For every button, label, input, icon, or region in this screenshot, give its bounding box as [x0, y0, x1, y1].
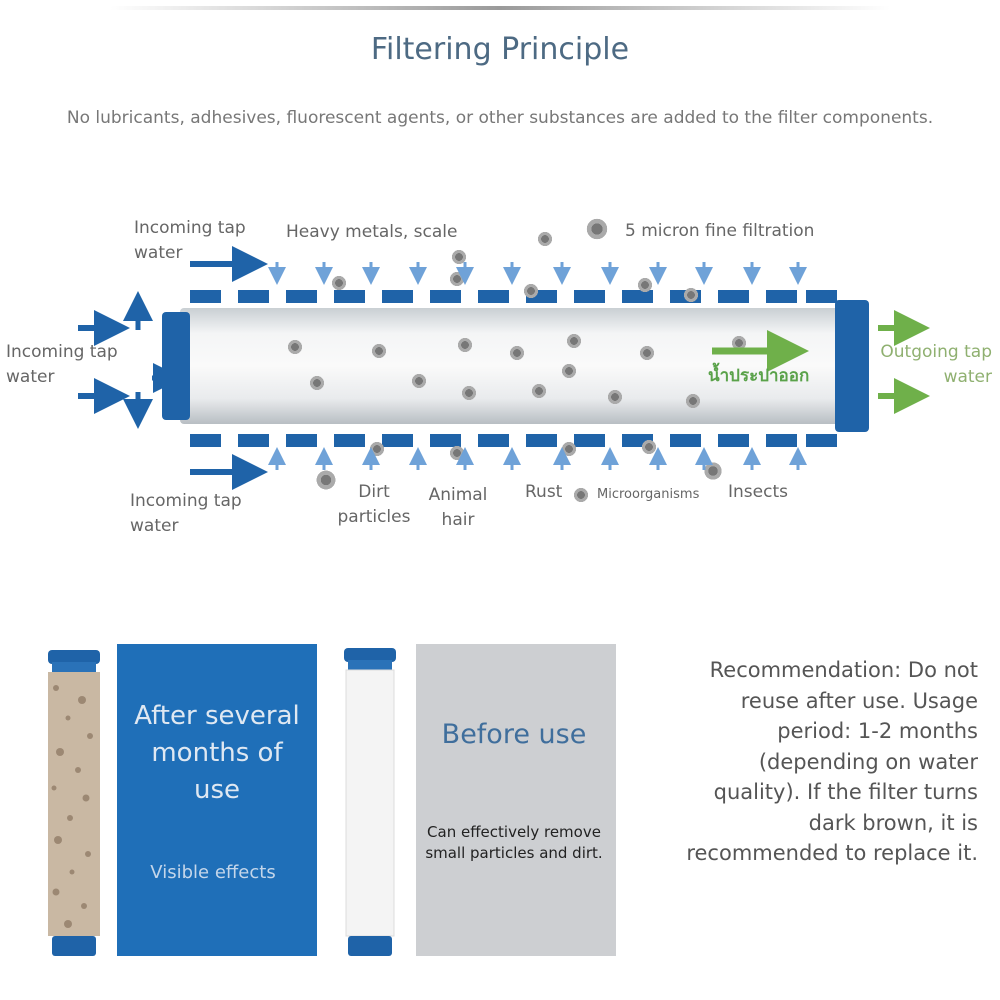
recommendation-line: recommended to replace it. — [686, 841, 978, 865]
recommendation-line: period: 1-2 months — [777, 719, 978, 743]
mesh-dash — [238, 434, 269, 447]
rust-particle-icon — [572, 486, 590, 504]
recommendation-line: quality). If the filter turns — [713, 780, 978, 804]
label-line: Animal — [428, 485, 488, 505]
mesh-dash — [766, 434, 797, 447]
page-subtitle: No lubricants, adhesives, fluorescent ag… — [66, 108, 934, 128]
contaminant-particle-icon — [530, 382, 548, 400]
mesh-dash — [382, 434, 413, 447]
label-dirt: Dirt particles — [336, 480, 412, 530]
contaminant-particle-icon — [308, 374, 326, 392]
mesh-dash — [334, 434, 365, 447]
mesh-dash — [334, 290, 365, 303]
contaminant-particle-icon — [330, 274, 348, 292]
mesh-dash — [286, 290, 317, 303]
mesh-dash — [478, 434, 509, 447]
contaminant-particle-icon — [456, 336, 474, 354]
mesh-dash — [574, 434, 605, 447]
recommendation-line: dark brown, it is — [808, 810, 978, 835]
label-line: water — [134, 243, 183, 263]
before-use-caption: Can effectively remove small particles a… — [408, 822, 620, 864]
label-micron: 5 micron fine filtration — [625, 221, 815, 241]
contaminant-particle-icon — [682, 286, 700, 304]
before-use-panel — [416, 644, 616, 956]
used-filter-image — [48, 650, 100, 956]
contaminant-particle-icon — [536, 230, 554, 248]
before-use-title: Before use — [441, 719, 587, 750]
recommendation-text: Recommendation: Do not reuse after use. … — [660, 655, 978, 869]
mesh-dash — [430, 290, 461, 303]
dirt-particle-icon — [314, 468, 338, 492]
mesh-dash — [430, 434, 461, 447]
mesh-dash — [286, 434, 317, 447]
mesh-dash — [670, 434, 701, 447]
label-line: hair — [441, 510, 475, 530]
label-incoming-top: Incoming tap water — [134, 216, 246, 266]
filter-cartridge — [180, 308, 842, 424]
recommendation-line: reuse after use. Usage — [740, 688, 978, 713]
contaminant-particle-icon — [684, 392, 702, 410]
label-animal-hair: Animal hair — [424, 483, 492, 533]
caption-line: small particles and dirt. — [425, 844, 603, 862]
label-line: particles — [337, 507, 411, 527]
label-heavy-metals: Heavy metals, scale — [286, 222, 458, 242]
after-use-caption: Visible effects — [150, 862, 276, 883]
label-incoming-bottom: Incoming tap water — [130, 489, 242, 539]
label-rust: Rust — [525, 482, 563, 502]
mesh-dash — [718, 290, 749, 303]
label-thai-outflow: น้ำประปาออก — [708, 366, 810, 386]
label-outgoing: Outgoing tap water — [872, 340, 992, 390]
mesh-dash — [526, 434, 557, 447]
contaminant-particle-icon — [370, 342, 388, 360]
caption-line: Can effectively remove — [427, 823, 601, 841]
contaminant-particle-icon — [286, 338, 304, 356]
mesh-dash — [238, 290, 269, 303]
label-line: Dirt — [358, 482, 390, 502]
label-incoming-left: Incoming tap water — [6, 340, 118, 390]
mesh-dash — [574, 290, 605, 303]
mesh-dash — [766, 290, 797, 303]
page-title: Filtering Principle — [370, 32, 630, 67]
after-use-title: After several months of use — [117, 698, 317, 809]
contaminant-particle-icon — [522, 282, 540, 300]
label-line: Incoming tap — [6, 342, 118, 362]
label-line: Outgoing tap — [880, 342, 992, 362]
mesh-dash — [806, 434, 837, 447]
contaminant-particle-icon — [638, 344, 656, 362]
contaminant-particle-icon — [410, 372, 428, 390]
recommendation-line: Recommendation: Do not — [709, 658, 978, 682]
outlet-cap — [835, 300, 869, 432]
contaminant-particle-icon — [565, 332, 583, 350]
after-use-panel — [117, 644, 317, 956]
mesh-dash — [190, 290, 221, 303]
label-line: Incoming tap — [134, 218, 246, 238]
title-line: After several — [134, 701, 300, 731]
label-insects: Insects — [728, 482, 788, 502]
insect-icon — [702, 460, 724, 482]
contaminant-particle-icon — [460, 384, 478, 402]
contaminant-particle-icon — [606, 388, 624, 406]
mesh-dash — [718, 434, 749, 447]
mesh-dash — [382, 290, 413, 303]
title-line: use — [193, 775, 241, 805]
label-line: water — [130, 516, 179, 536]
label-line: water — [6, 367, 55, 387]
label-microorganisms: Microorganisms — [597, 487, 700, 502]
mesh-dash — [190, 434, 221, 447]
title-line: months of — [151, 738, 283, 768]
flow-arrows — [78, 246, 930, 490]
contaminant-particle-icon — [450, 248, 468, 266]
contaminant-particle-icon — [508, 344, 526, 362]
top-divider — [110, 6, 890, 10]
contaminant-particle-icon — [560, 362, 578, 380]
recommendation-line: (depending on water — [758, 749, 978, 774]
label-line: Incoming tap — [130, 491, 242, 511]
new-filter-image — [344, 648, 396, 956]
mesh-dash — [478, 290, 509, 303]
label-line: water — [943, 367, 992, 387]
micron-particle-icon — [584, 216, 610, 242]
mesh-dash — [806, 290, 837, 303]
